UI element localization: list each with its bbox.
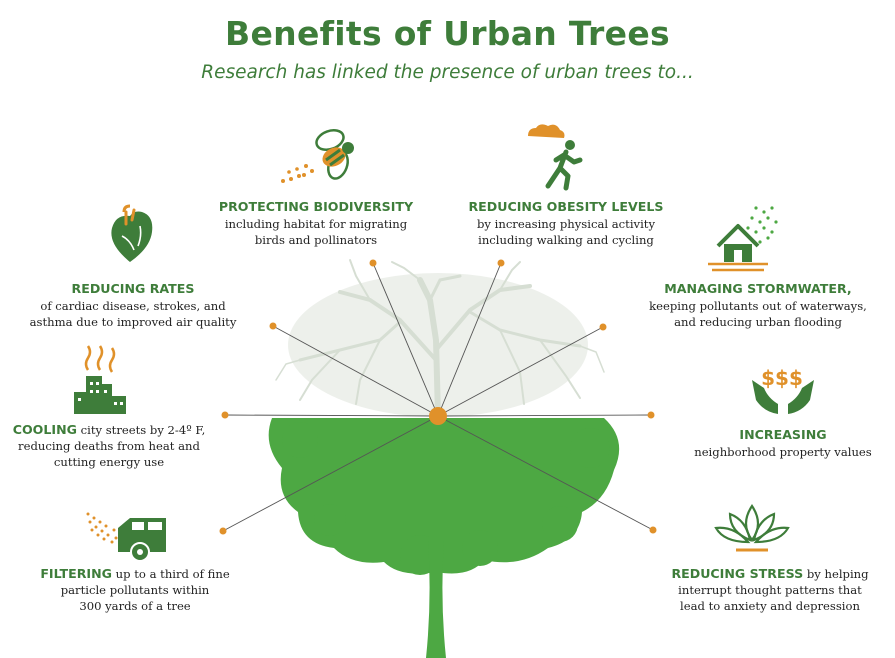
benefit-filtering: FILTERING up to a third of fine particle… [30,566,240,614]
benefit-cooling: COOLING city streets by 2-4º F, reducing… [6,422,212,470]
house-rain-icon [708,206,778,272]
benefit-biodiversity: PROTECTING BIODIVERSITY including habita… [196,198,436,248]
benefit-text: lead to anxiety and depression [680,599,860,613]
tree-lower-canopy [268,418,620,575]
benefit-heading: MANAGING STORMWATER, [664,281,852,296]
benefit-heading: REDUCING RATES [71,281,195,296]
benefit-text: and reducing urban flooding [674,315,842,329]
benefit-text: birds and pollinators [254,233,378,247]
truck-exhaust-icon [86,512,166,562]
benefit-text: interrupt thought patterns that [678,583,862,597]
dollar-signs: $$$ [761,366,803,390]
heart-icon [111,204,153,262]
page-title: Benefits of Urban Trees [225,14,670,53]
benefit-text: including habitat for migrating [224,217,408,231]
benefit-inline-text: up to a third of fine [112,567,230,581]
benefit-inline-text: by helping [803,567,869,581]
page-subtitle: Research has linked the presence of urba… [201,62,694,83]
benefit-text: asthma due to improved air quality [29,315,237,329]
benefit-heading: REDUCING STRESS [671,566,804,581]
running-person-icon [528,124,583,191]
hands-dollars-icon: $$$ [752,366,814,414]
benefit-text: particle pollutants within [60,583,210,597]
benefit-text: cutting energy use [53,455,165,469]
benefit-stress: REDUCING STRESS by helping interrupt tho… [652,566,888,614]
benefit-text: by increasing physical activity [476,217,655,231]
benefit-cardiac: REDUCING RATES of cardiac disease, strok… [12,280,254,330]
benefit-stormwater: MANAGING STORMWATER, keeping pollutants … [628,280,888,330]
benefit-heading: INCREASING [739,427,827,442]
bee-icon [281,129,354,183]
benefit-heading: REDUCING OBESITY LEVELS [468,199,664,214]
benefit-text: of cardiac disease, strokes, and [40,299,226,313]
benefit-obesity: REDUCING OBESITY LEVELS by increasing ph… [446,198,686,248]
benefit-text: keeping pollutants out of waterways, [649,299,867,313]
tree-upper-canopy [288,273,588,417]
benefit-inline-text: city streets by 2-4º F, [76,423,206,437]
benefit-text: reducing deaths from heat and [18,439,200,453]
benefit-text: including walking and cycling [478,233,654,247]
tree-trunk [426,540,446,658]
tree-upper-branches [275,259,605,419]
benefit-heading: FILTERING [40,566,112,581]
hot-city-icon [74,345,126,414]
benefit-heading: PROTECTING BIODIVERSITY [218,199,414,214]
lotus-icon [714,504,790,552]
connector-endpoints [219,259,657,535]
center-hub [429,407,447,425]
benefit-property: INCREASING neighborhood property values [680,426,886,460]
connector-lines [222,262,654,532]
benefit-text: 300 yards of a tree [79,599,191,613]
benefit-text: neighborhood property values [694,445,872,459]
benefit-heading: COOLING [12,422,77,437]
